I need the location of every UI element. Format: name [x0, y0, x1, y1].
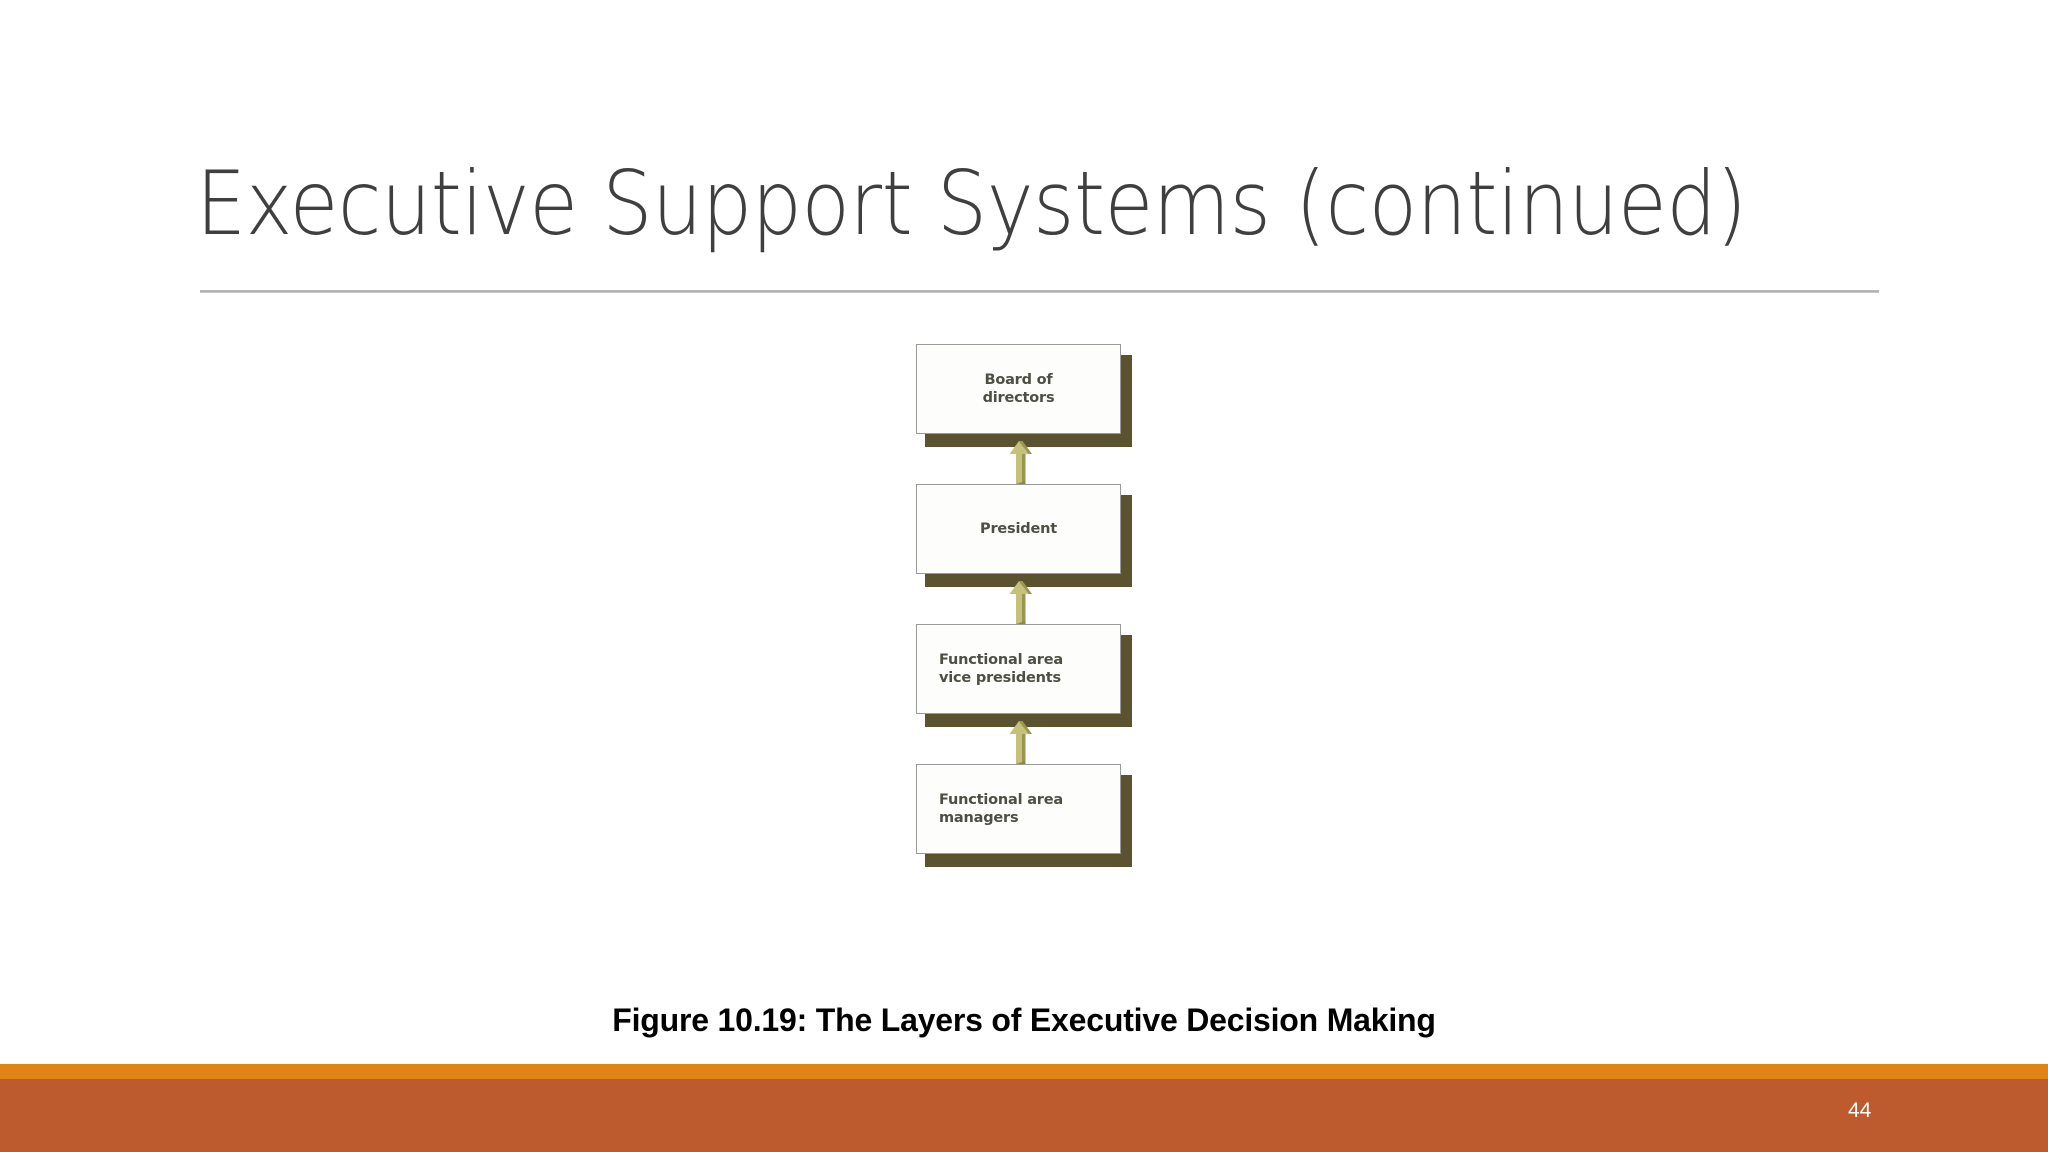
footer-band — [0, 1079, 2048, 1152]
node-label-line-1: Functional area — [939, 651, 1063, 668]
node-label-line-2: managers — [939, 810, 1019, 826]
node-label-line-2: vice presidents — [939, 670, 1061, 686]
node-label: Board of directors — [917, 371, 1120, 407]
title-block: Executive Support Systems (continued) — [196, 152, 1886, 293]
diagram-node-functional-area-managers[interactable]: Functional area managers — [916, 764, 1132, 867]
node-box: Functional area managers — [916, 764, 1121, 854]
arrow-gap-managers-to-vps — [916, 716, 1123, 764]
up-arrow-icon — [1006, 720, 1034, 764]
node-label-line-1: Functional area — [939, 791, 1063, 808]
node-label: Functional area vice presidents — [917, 651, 1120, 687]
arrow-gap-vps-to-president — [916, 576, 1123, 624]
diagram-node-functional-area-vice-presidents[interactable]: Functional area vice presidents — [916, 624, 1132, 727]
node-box: President — [916, 484, 1121, 574]
executive-decision-layers-diagram: Board of directors — [0, 344, 2048, 954]
up-arrow-icon — [1006, 440, 1034, 484]
arrow-gap-president-to-board — [916, 436, 1123, 484]
up-arrow-icon — [1006, 580, 1034, 624]
diagram-node-board-of-directors[interactable]: Board of directors — [916, 344, 1132, 447]
footer-accent-strip — [0, 1064, 2048, 1079]
page-number: 44 — [1848, 1099, 1872, 1122]
diagram-node-stack: Board of directors — [916, 344, 1132, 867]
figure-caption: Figure 10.19: The Layers of Executive De… — [612, 1002, 1436, 1038]
title-divider-rule — [200, 290, 1879, 293]
node-box: Functional area vice presidents — [916, 624, 1121, 714]
node-label: Functional area managers — [917, 791, 1120, 827]
node-box: Board of directors — [916, 344, 1121, 434]
page-title: Executive Support Systems (continued) — [196, 152, 1747, 255]
node-label-line-1: Board of — [984, 371, 1053, 388]
node-label-line-1: President — [980, 520, 1057, 537]
node-label: President — [917, 520, 1120, 538]
diagram-node-president[interactable]: President — [916, 484, 1132, 587]
node-label-line-2: directors — [982, 390, 1055, 406]
